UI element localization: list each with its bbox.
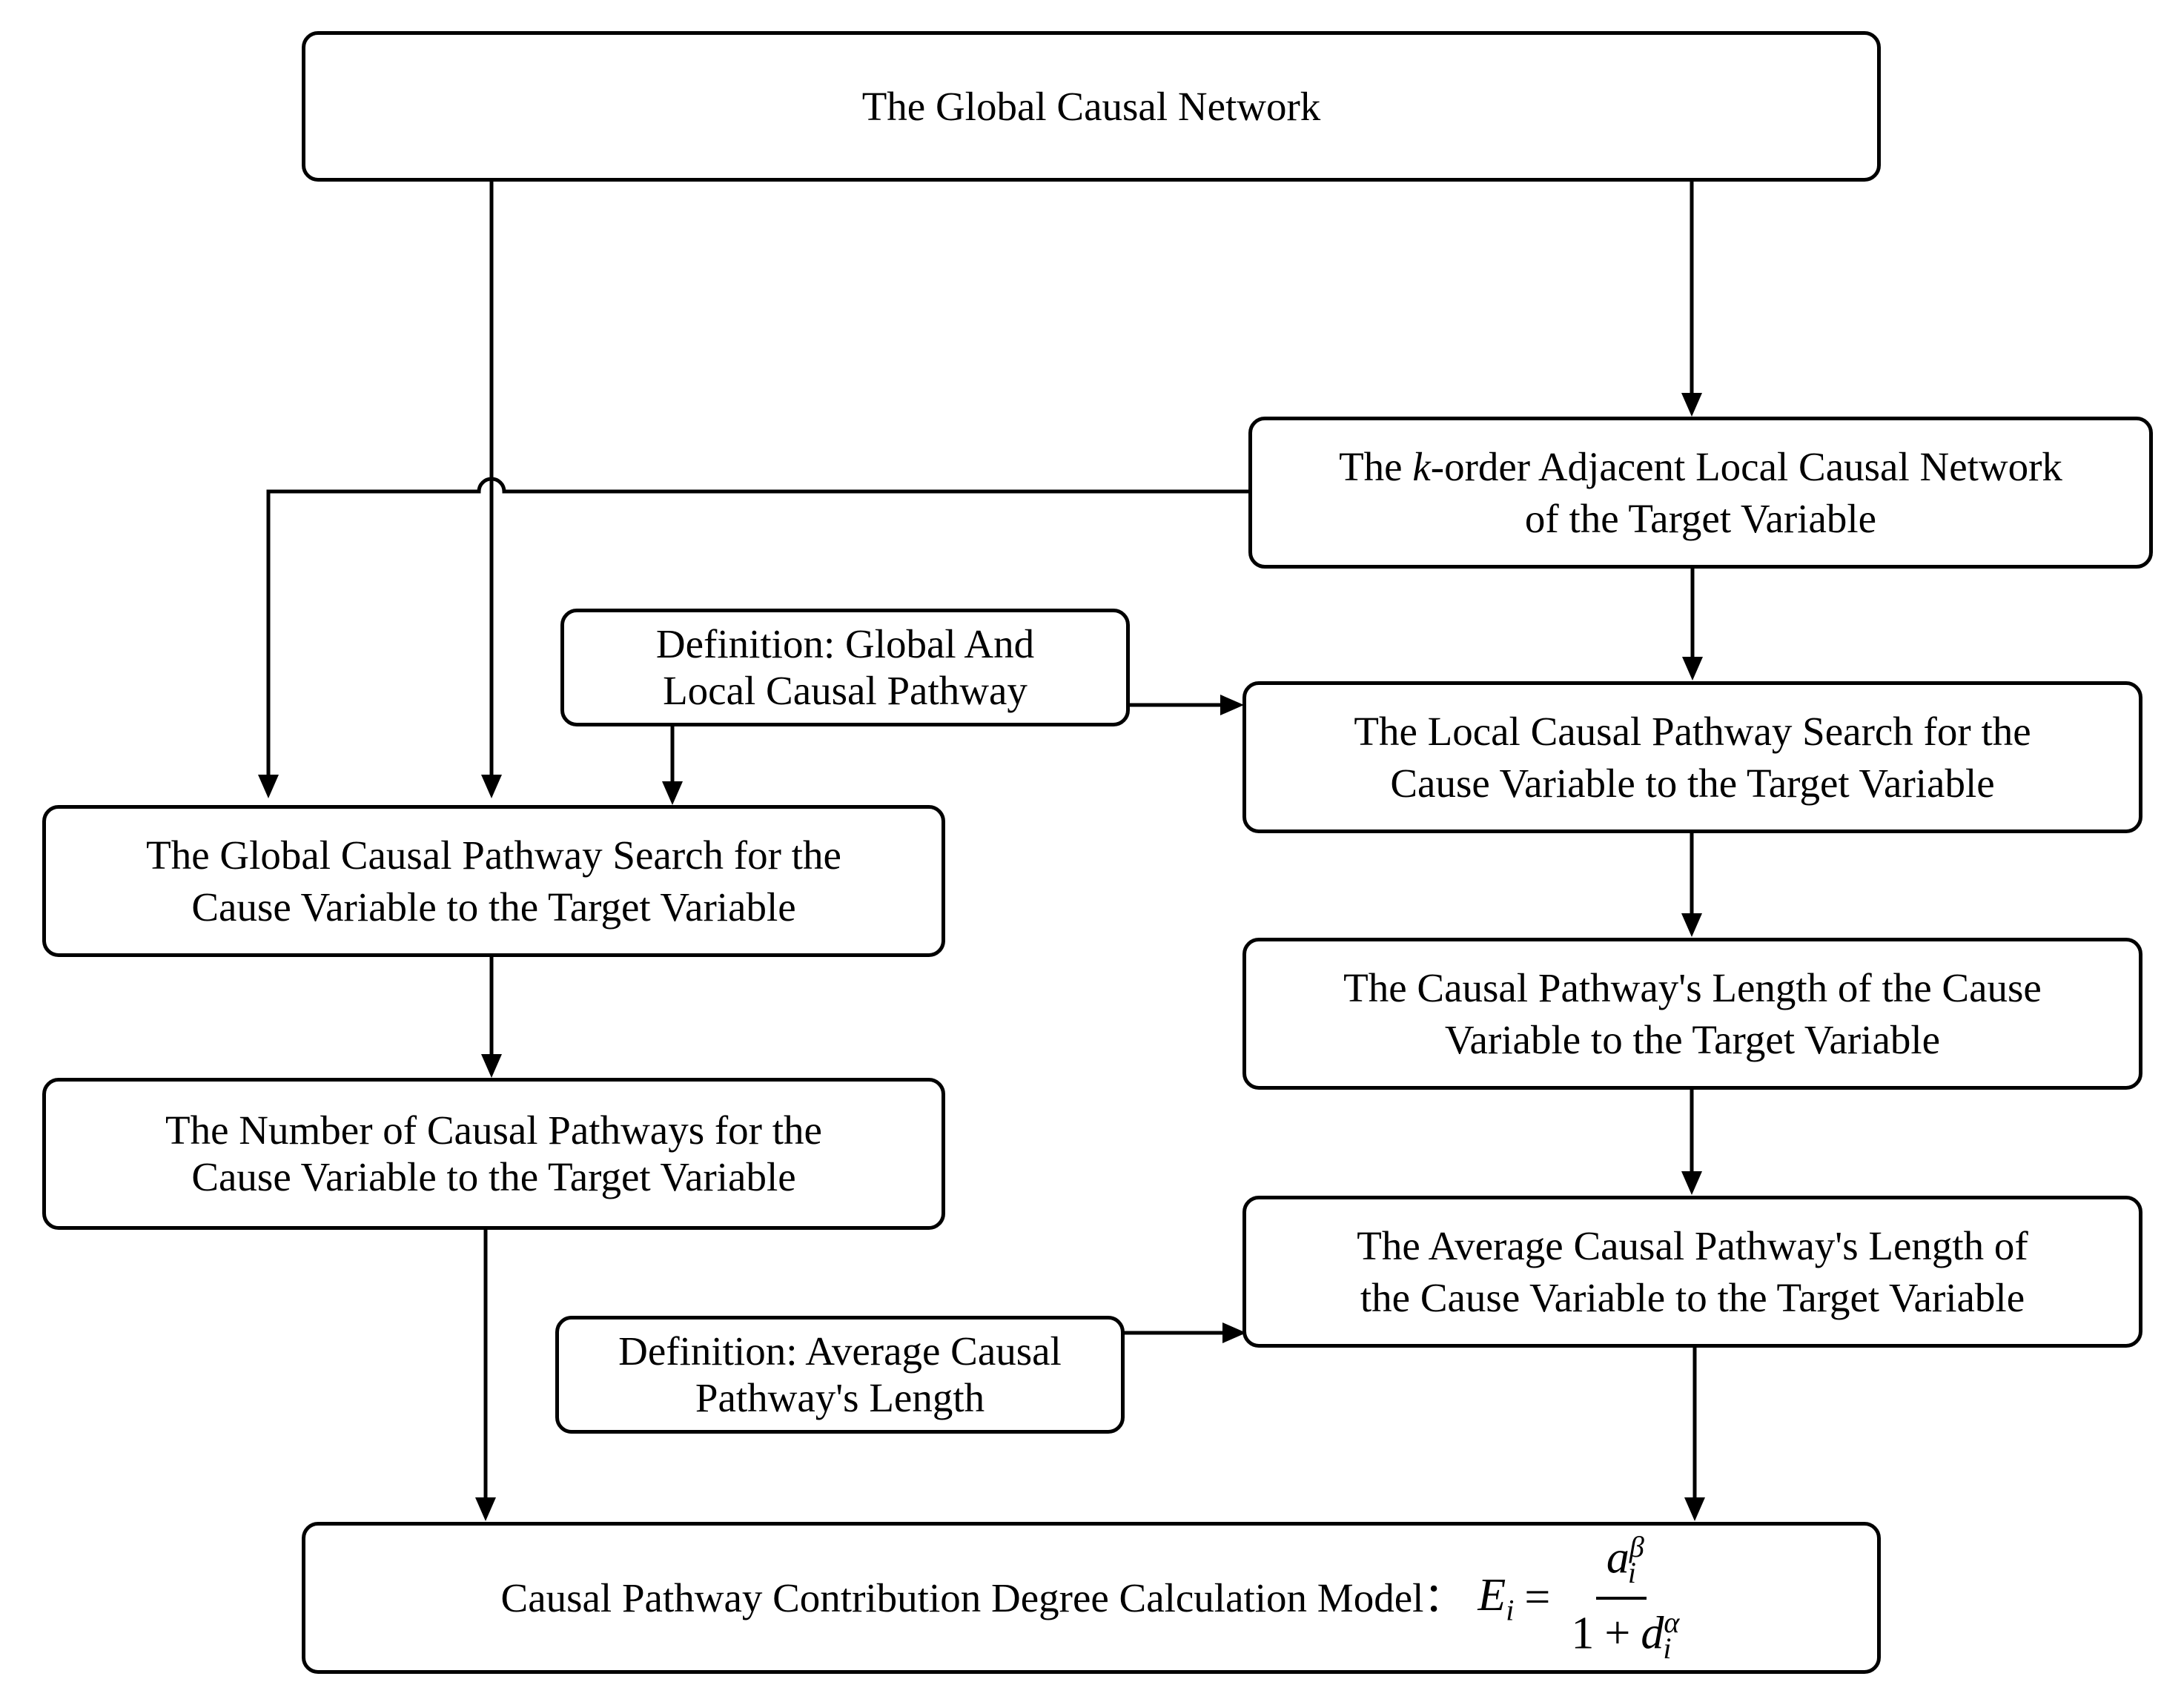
formula-denominator: 1+dαi: [1571, 1605, 1680, 1665]
node-global-pathway-search: The Global Causal Pathway Search for the…: [42, 805, 945, 957]
arrowhead: [481, 775, 502, 798]
node-label-part: The: [1339, 443, 1413, 489]
node-k-order-local-network: The k-order Adjacent Local Causal Networ…: [1248, 417, 2153, 569]
node-label: The Number of Causal Pathways for the Ca…: [165, 1107, 822, 1199]
contribution-formula: Ei = aβi 1+dαi: [1477, 1529, 1681, 1668]
arrowhead: [475, 1497, 496, 1521]
node-contribution-model: Causal Pathway Contribution Degree Calcu…: [302, 1522, 1881, 1674]
formula-numerator: aβi: [1595, 1529, 1647, 1600]
node-label-k: k: [1412, 443, 1431, 489]
arrowhead: [662, 781, 683, 805]
node-label: Definition: Average Causal Pathway's Len…: [618, 1328, 1062, 1420]
node-label-part: -order Adjacent Local Causal Network of …: [1430, 443, 2062, 541]
arrowhead: [1681, 393, 1702, 417]
arrowhead: [1681, 913, 1702, 937]
node-label: The Causal Pathway's Length of the Cause…: [1343, 964, 2042, 1062]
arrowhead: [1681, 1171, 1702, 1195]
node-pathway-length: The Causal Pathway's Length of the Cause…: [1242, 938, 2142, 1090]
arrowhead: [481, 1054, 502, 1078]
node-label: The Global Causal Pathway Search for the…: [146, 832, 841, 930]
arrowhead: [1684, 1497, 1705, 1521]
node-label: The Average Causal Pathway's Length of t…: [1357, 1222, 2028, 1320]
node-label: The Global Causal Network: [861, 83, 1321, 129]
node-definition-average-length: Definition: Average Causal Pathway's Len…: [555, 1316, 1125, 1434]
node-global-causal-network: The Global Causal Network: [302, 31, 1881, 182]
arrowhead: [258, 775, 279, 798]
arrowhead: [1220, 695, 1244, 715]
formula-equals: =: [1524, 1572, 1551, 1623]
arrowhead: [1222, 1322, 1246, 1343]
node-number-of-pathways: The Number of Causal Pathways for the Ca…: [42, 1078, 945, 1230]
node-label: The Local Causal Pathway Search for the …: [1354, 708, 2031, 806]
edge-korder-to-globalsearch: [266, 477, 1250, 782]
node-average-pathway-length: The Average Causal Pathway's Length of t…: [1242, 1196, 2142, 1348]
node-definition-global-local-pathway: Definition: Global And Local Causal Path…: [560, 609, 1130, 726]
node-local-pathway-search: The Local Causal Pathway Search for the …: [1242, 681, 2142, 833]
model-label: Causal Pathway Contribution Degree Calcu…: [500, 1574, 1465, 1620]
formula-lhs: Ei: [1477, 1569, 1515, 1627]
arrowhead: [1682, 657, 1703, 681]
formula-fraction: aβi 1+dαi: [1561, 1529, 1681, 1668]
node-label: The k-order Adjacent Local Causal Networ…: [1339, 441, 2062, 545]
node-label: Definition: Global And Local Causal Path…: [655, 620, 1035, 713]
